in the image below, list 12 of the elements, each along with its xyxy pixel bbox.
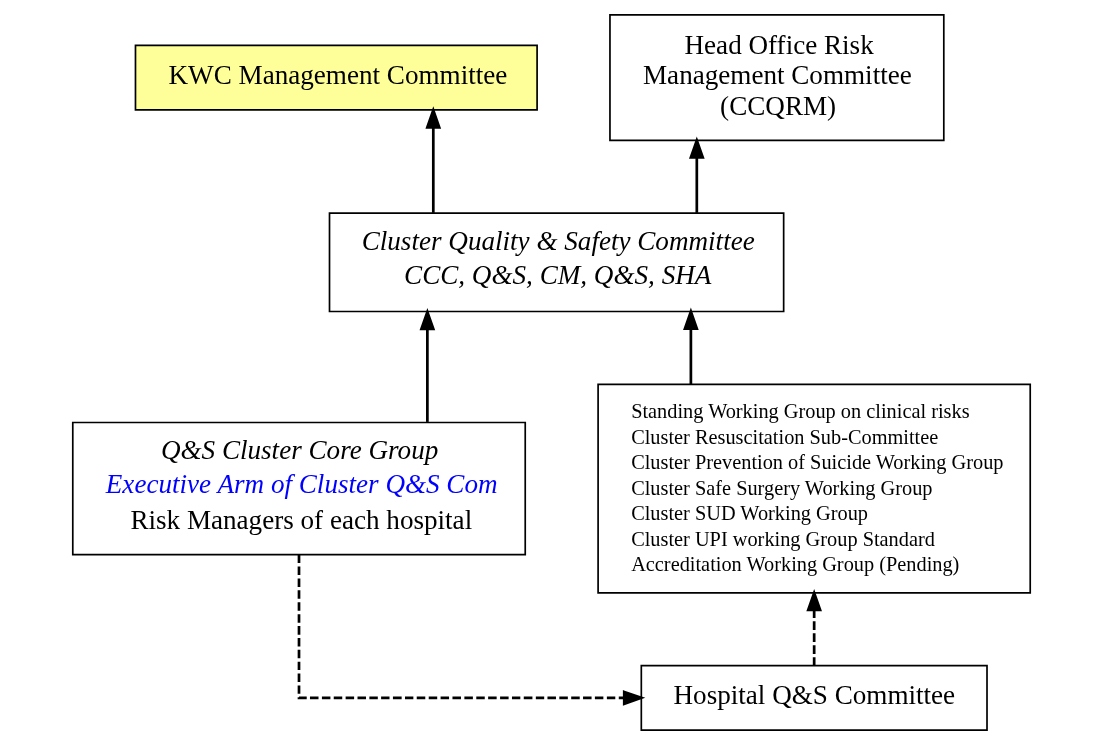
arrow: [688, 136, 705, 213]
node-box: Standing Working Group on clinical risks Cluster Resuscitation Sub-Committee Cluster Prevention of Suicide Working Group Cluster Safe Surgery Working Group Cluster SUD Working Group Cluster UPI working Group Standard Accreditation Working Group (Pending): [597, 383, 1032, 594]
node-box: Q&S Cluster Core Group Executive Arm of Cluster Q&S Com Risk Managers of each hospital: [71, 421, 527, 556]
arrow: [806, 588, 822, 666]
node-box: KWC Management Committee: [134, 44, 538, 111]
arrow: [425, 106, 442, 213]
arrow: [419, 307, 436, 422]
arrow: [297, 554, 646, 706]
arrow: [683, 307, 699, 385]
node-box: Hospital Q&S Committee: [640, 664, 988, 731]
node-box: Head Office Risk Management Committee (CCQRM): [609, 14, 945, 142]
node-box: Cluster Quality & Safety Committee CCC, Q&S, CM, Q&S, SHA: [328, 212, 785, 313]
